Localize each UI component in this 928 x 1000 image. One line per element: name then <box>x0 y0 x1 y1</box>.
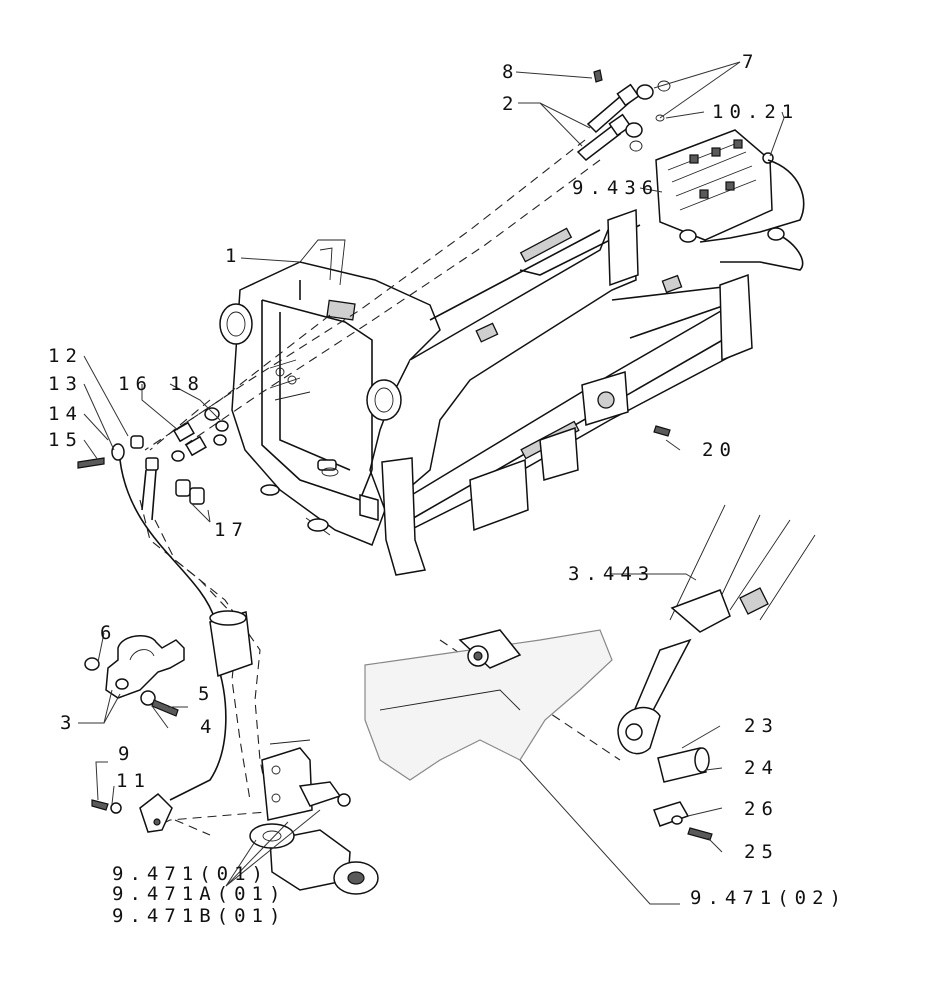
callout-15: 15 <box>48 429 83 451</box>
callout-labels: 1 2 3 4 5 6 7 8 9 11 12 13 14 15 16 17 1… <box>48 51 847 927</box>
callout-7: 7 <box>742 51 759 73</box>
hose-sleeve <box>209 610 253 678</box>
ref-3-443: 3.443 <box>568 563 655 585</box>
ref-9-471b-01: 9.471B(01) <box>112 905 286 927</box>
ref-9-471-01: 9.471(01) <box>112 863 269 885</box>
callout-2: 2 <box>502 93 519 115</box>
lift-ram <box>617 504 816 755</box>
pivot-pin-kit <box>653 425 713 841</box>
control-valve <box>655 129 805 294</box>
callout-17: 17 <box>214 519 249 541</box>
callout-8: 8 <box>502 61 519 83</box>
clamp-assembly <box>84 635 185 717</box>
ref-9-471a-01: 9.471A(01) <box>112 883 286 905</box>
callout-3: 3 <box>60 712 77 734</box>
front-fittings <box>77 407 229 801</box>
callout-25: 25 <box>744 841 779 863</box>
callout-9: 9 <box>118 743 135 765</box>
callout-16: 16 <box>118 373 153 395</box>
callout-11: 11 <box>116 770 151 792</box>
callout-4: 4 <box>200 716 217 738</box>
callout-14: 14 <box>48 403 83 425</box>
ref-10-21: 10.21 <box>712 101 799 123</box>
callout-23: 23 <box>744 715 779 737</box>
callout-5: 5 <box>198 683 215 705</box>
leader-lines <box>78 61 785 905</box>
ref-9-471-02: 9.471(02) <box>690 887 847 909</box>
loader-arm-ghost <box>364 629 613 781</box>
ref-9-436: 9.436 <box>572 177 659 199</box>
callout-12: 12 <box>48 345 83 367</box>
callout-24: 24 <box>744 757 779 779</box>
callout-26: 26 <box>744 798 779 820</box>
callout-1: 1 <box>225 245 242 267</box>
lower-cylinder <box>91 739 379 895</box>
callout-18: 18 <box>170 373 205 395</box>
top-hoses <box>576 69 671 161</box>
callout-13: 13 <box>48 373 83 395</box>
callout-20: 20 <box>702 439 737 461</box>
callout-6: 6 <box>100 622 117 644</box>
main-frame <box>219 208 753 576</box>
